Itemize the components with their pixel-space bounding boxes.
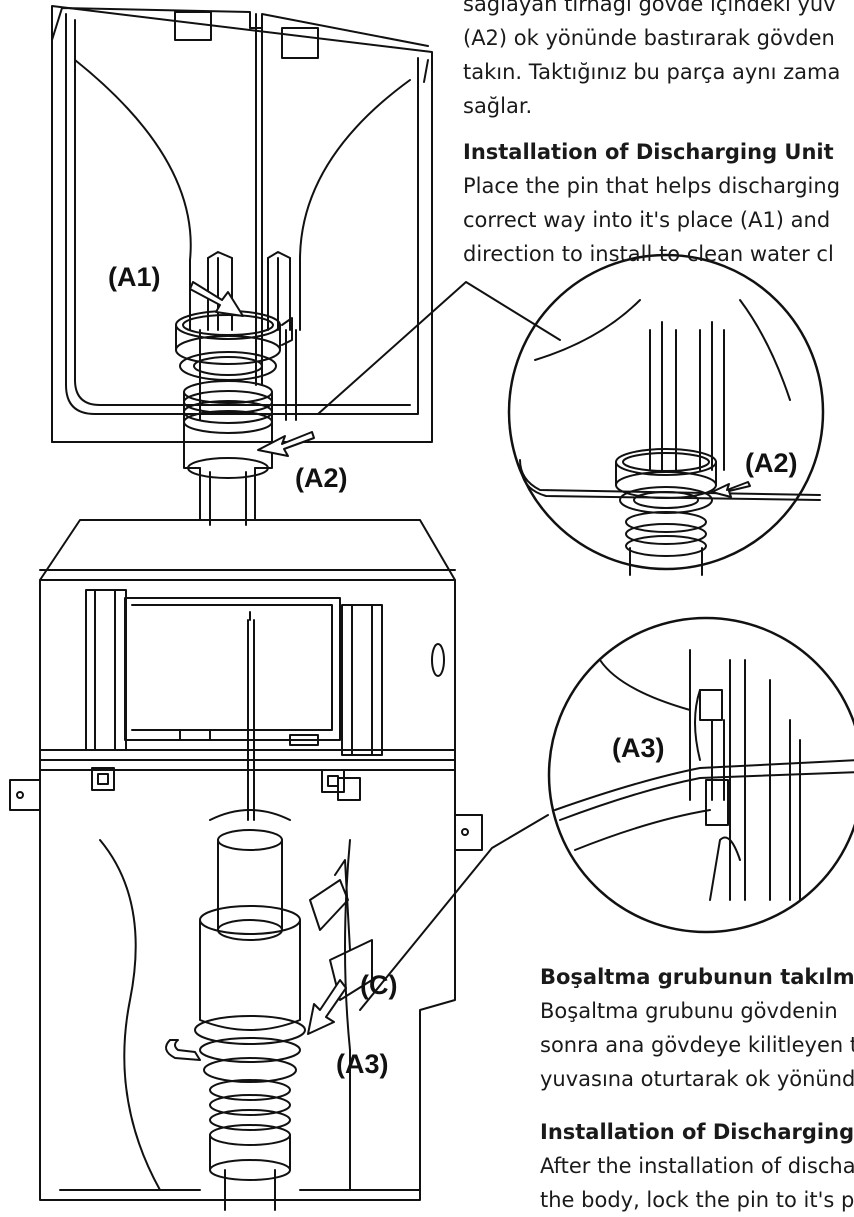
en-text-line1: Place the pin that helps discharging	[463, 174, 841, 198]
arrow-a2	[257, 431, 315, 457]
tr-text-line2: (A2) ok yönünde bastırarak gövden	[463, 26, 835, 50]
arrow-a1	[189, 281, 244, 317]
label-c: (C)	[360, 970, 398, 1000]
label-a1: (A1)	[108, 262, 161, 292]
en-heading-bottom: Installation of Discharging (	[540, 1120, 854, 1144]
leader-line-a2	[317, 281, 561, 415]
en-text-line3: direction to install to clean water cl	[463, 242, 834, 266]
arrow-a3	[307, 979, 347, 1035]
tr-heading-bottom: Boşaltma grubunun takılma	[540, 965, 854, 989]
tr-text-line3: takın. Taktığınız bu parça aynı zama	[463, 60, 841, 84]
flush-valve-tower	[194, 611, 373, 1211]
leader-line-a3	[359, 814, 549, 1011]
cistern-frame	[9, 519, 483, 1201]
en-text-bottom-line2: the body, lock the pin to it's p	[540, 1188, 854, 1212]
tank-body-top	[51, 5, 433, 443]
en-text-bottom-line1: After the installation of discha	[540, 1154, 854, 1178]
label-a3-detail: (A3)	[612, 733, 665, 763]
tr-text-bottom-line3: yuvasına oturtarak ok yönünd	[540, 1067, 854, 1091]
valve-assembly-top	[175, 310, 293, 526]
tr-text-bottom-line2: sonra ana gövdeye kilitleyen t	[540, 1033, 854, 1057]
label-a3: (A3)	[336, 1049, 389, 1079]
tr-text-bottom-line1: Boşaltma grubunu gövdenin	[540, 999, 838, 1023]
tr-text-line1: sağlayan tırnağı gövde içindeki yuv	[463, 0, 836, 16]
rotation-arrow	[165, 1039, 201, 1061]
label-a2-detail: (A2)	[745, 448, 798, 478]
en-text-line2: correct way into it's place (A1) and	[463, 208, 831, 232]
label-a2: (A2)	[295, 463, 348, 493]
en-heading-top: Installation of Discharging Unit	[463, 140, 834, 164]
tr-text-line4: sağlar.	[463, 94, 533, 118]
detail-circle-a2	[507, 253, 825, 576]
arrow-a2-detail	[711, 481, 751, 498]
detail-circle-a3	[547, 616, 854, 934]
